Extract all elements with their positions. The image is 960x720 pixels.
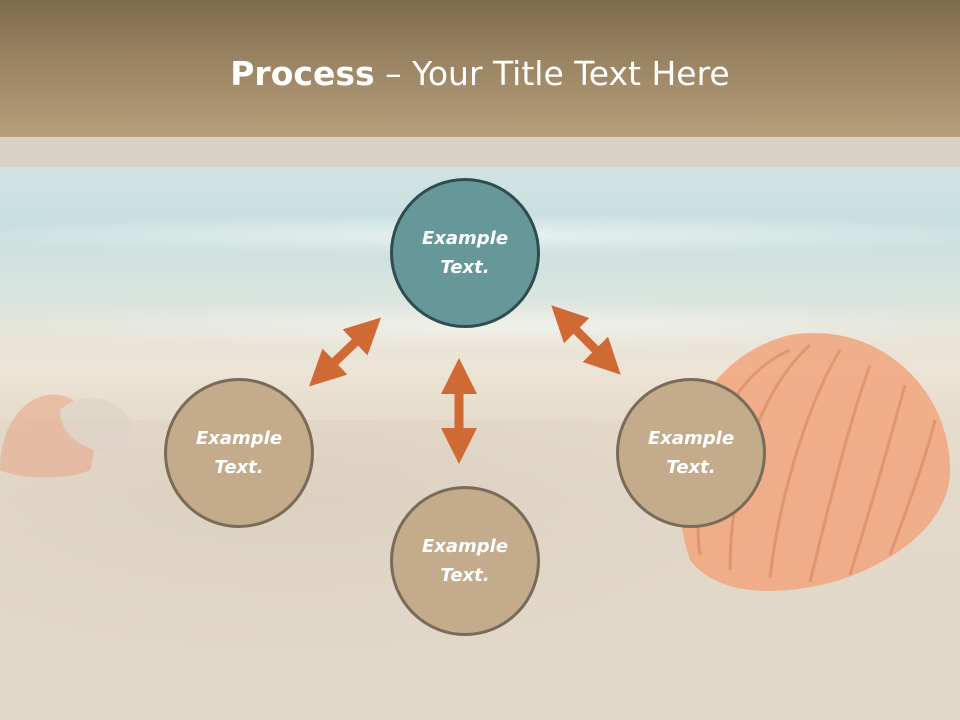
process-node-left[interactable]: Example Text. <box>164 378 314 528</box>
slide-title-rest: – Your Title Text Here <box>374 54 730 93</box>
arrow-top-left <box>308 317 382 387</box>
process-node-bottom[interactable]: Example Text. <box>390 486 540 636</box>
slide-title: Process – Your Title Text Here <box>0 52 960 96</box>
node-label-bottom: Example Text. <box>421 536 509 586</box>
slide-title-bold: Process <box>230 54 375 93</box>
node-label-left: Example Text. <box>195 428 283 478</box>
node-label-right: Example Text. <box>647 428 735 478</box>
arrow-top-right <box>551 305 621 375</box>
title-bar <box>0 0 960 137</box>
process-node-top[interactable]: Example Text. <box>390 178 540 328</box>
title-bar-strip <box>0 137 960 167</box>
process-node-right[interactable]: Example Text. <box>616 378 766 528</box>
node-label-top: Example Text. <box>421 228 509 278</box>
